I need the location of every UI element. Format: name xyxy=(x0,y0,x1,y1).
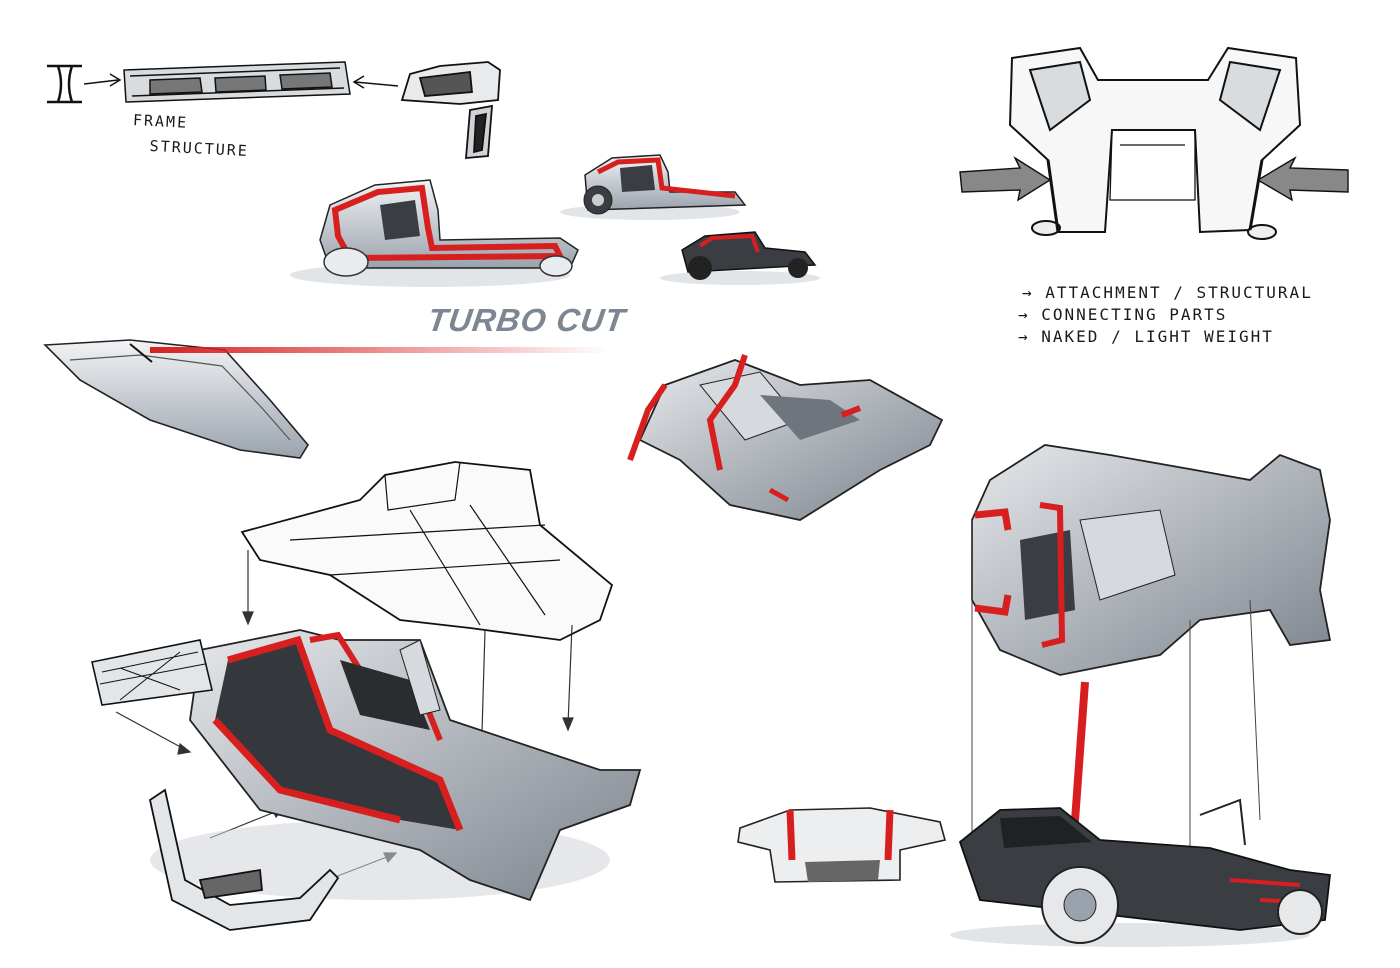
side-view-render xyxy=(950,681,1331,947)
kart-sketch-3 xyxy=(660,231,820,285)
frame-structure-label: FRAME STRUCTURE xyxy=(131,111,251,169)
note-item: → CONNECTING PARTS xyxy=(1018,305,1228,324)
note-item: → ATTACHMENT / STRUCTURAL xyxy=(1022,283,1313,302)
arrow-icon xyxy=(959,156,1349,202)
front-view-render xyxy=(737,807,946,883)
arrow-icon xyxy=(83,73,122,87)
frame-label-line-2: STRUCTURE xyxy=(149,136,250,161)
frame-perspective-sketch xyxy=(1008,46,1302,240)
arrow-icon xyxy=(352,75,399,89)
i-beam-profile xyxy=(47,64,82,104)
note-item: → NAKED / LIGHT WEIGHT xyxy=(1018,327,1274,346)
main-chassis-render xyxy=(150,629,642,902)
frame-rail-section xyxy=(123,61,351,103)
top-view-render xyxy=(971,444,1332,676)
side-panel-sketch xyxy=(43,339,610,459)
brand-logo-text: TURBO CUT xyxy=(425,302,629,338)
kart-sketch-1 xyxy=(290,179,579,287)
rear-wing-sketch xyxy=(91,639,213,706)
kart-sketch-2 xyxy=(560,154,747,220)
floor-tub-wireframe xyxy=(240,461,614,641)
seat-frame-detail xyxy=(400,61,501,159)
projection-lines xyxy=(971,520,1261,890)
design-notes: → ATTACHMENT / STRUCTURAL → CONNECTING P… xyxy=(1018,283,1313,351)
front-bumper-sketch xyxy=(148,788,340,931)
seat-tub-render xyxy=(627,354,944,521)
